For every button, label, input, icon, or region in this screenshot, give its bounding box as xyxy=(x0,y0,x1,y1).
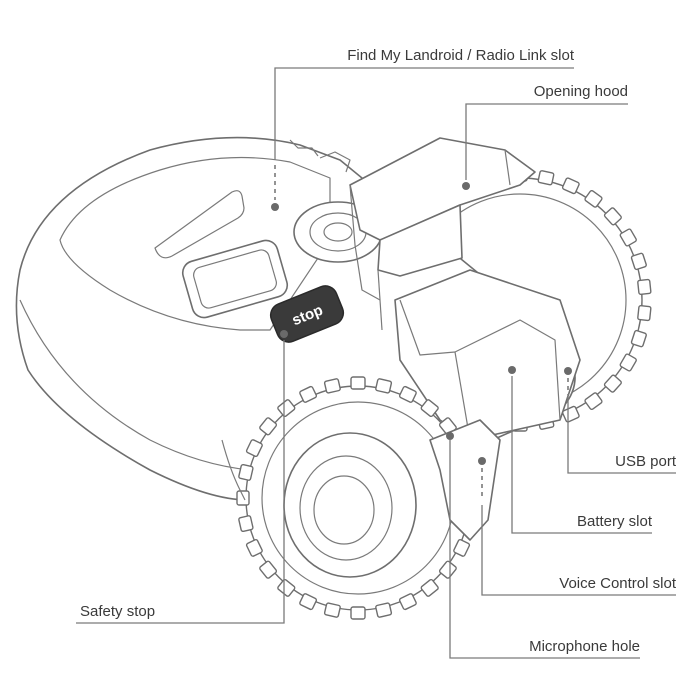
front-wheel-tooth xyxy=(238,463,254,481)
handle-slot xyxy=(154,190,245,259)
front-wheel-tooth xyxy=(375,378,393,394)
label-find-my-landroid: Find My Landroid / Radio Link slot xyxy=(347,47,575,64)
front-wheel-tooth xyxy=(236,490,250,506)
rear-wheel-tooth xyxy=(637,304,652,322)
front-wheel-tooth xyxy=(453,538,471,557)
front-wheel-tooth xyxy=(323,378,341,394)
front-wheel-tooth xyxy=(375,602,393,618)
front-wheel-tooth xyxy=(245,439,263,458)
front-wheel-tooth xyxy=(259,417,278,436)
label-opening-hood: Opening hood xyxy=(534,83,628,100)
label-microphone-hole: Microphone hole xyxy=(529,638,640,655)
rear-wheel-tooth xyxy=(630,329,647,348)
display-inner xyxy=(193,249,277,309)
shell-skirt xyxy=(19,299,251,471)
rear-wheel-tooth xyxy=(630,252,647,271)
front-wheel-tooth xyxy=(398,593,417,611)
front-wheel-tooth xyxy=(259,560,278,579)
battery-compartment xyxy=(394,269,581,441)
rear-wheel-tooth xyxy=(619,228,637,247)
rear-wheel-tooth xyxy=(561,177,580,195)
rear-wheel-tooth xyxy=(603,374,622,393)
front-wheel-tooth xyxy=(299,385,318,403)
opening-hood[interactable] xyxy=(349,137,536,331)
rear-wheel-tooth xyxy=(584,392,603,411)
front-wheel-tooth xyxy=(277,578,296,597)
shell-rim xyxy=(59,156,331,331)
front-wheel-tooth xyxy=(323,602,341,618)
rear-wheel-tooth xyxy=(603,207,622,226)
rear-wheel-tooth xyxy=(584,189,603,208)
front-wheel-tooth xyxy=(420,399,439,418)
leader-lines xyxy=(76,67,676,659)
front-wheel-tooth xyxy=(350,606,366,620)
rear-wheel-tooth xyxy=(637,278,652,296)
labels: Find My Landroid / Radio Link slot Openi… xyxy=(80,47,677,655)
front-wheel-tooth xyxy=(420,578,439,597)
front-wheel-tooth xyxy=(350,376,366,390)
stop-button[interactable]: stop xyxy=(267,282,347,345)
rear-wheel-tooth xyxy=(619,353,637,372)
label-battery-slot: Battery slot xyxy=(577,513,653,530)
front-wheel-tooth xyxy=(277,399,296,418)
label-usb-port: USB port xyxy=(615,453,677,470)
label-voice-control-slot: Voice Control slot xyxy=(559,575,677,592)
rear-wheel-tooth xyxy=(537,170,555,186)
front-wheel-tooth xyxy=(245,538,263,557)
front-wheel-tooth xyxy=(238,515,254,533)
front-wheel-tooth xyxy=(299,593,318,611)
front-wheel-tooth xyxy=(398,385,417,403)
display-panel xyxy=(181,239,289,319)
mower-illustration: stop xyxy=(15,136,652,620)
front-wheel-tooth xyxy=(438,560,457,579)
label-safety-stop: Safety stop xyxy=(80,603,155,620)
